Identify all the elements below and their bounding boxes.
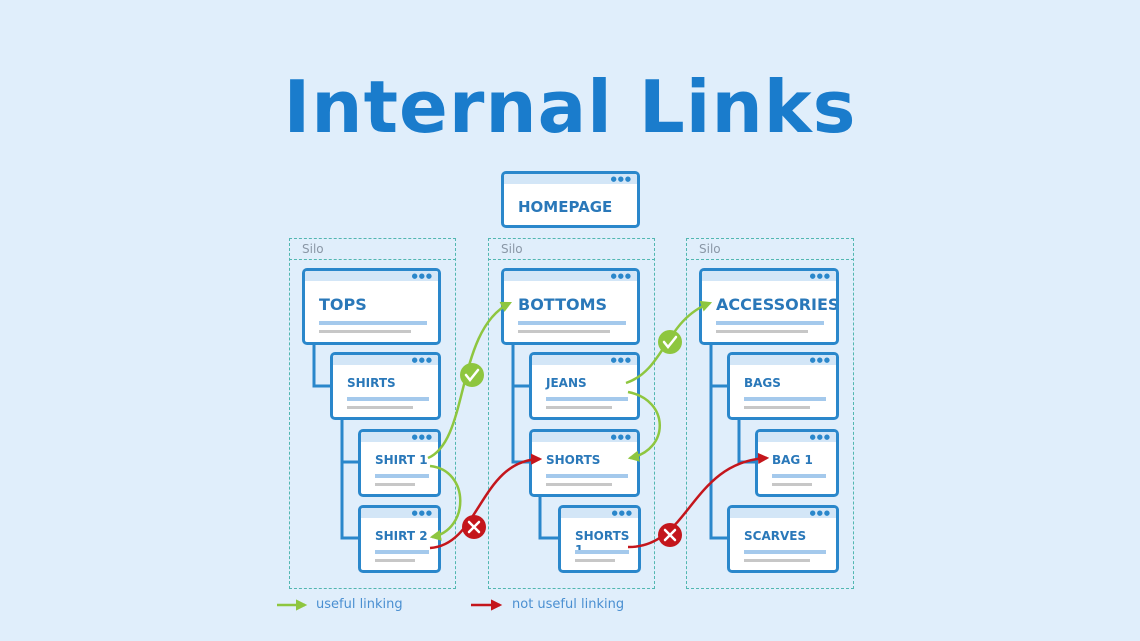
card-label: BAGS [744, 376, 781, 390]
page-card-shorts-1: ●●● SHORTS 1 [558, 505, 641, 573]
card-label: SHIRT 1 [375, 453, 428, 467]
window-dots-icon: ●●● [610, 272, 632, 280]
useful-link-arrow [429, 464, 462, 541]
window-dots-icon: ●●● [809, 509, 831, 517]
card-label: SCARVES [744, 529, 807, 543]
card-label: SHIRT 2 [375, 529, 428, 543]
homepage-card: ●●● HOMEPAGE [501, 171, 640, 228]
silo-accessories [686, 238, 854, 589]
window-dots-icon: ●●● [411, 509, 433, 517]
card-label: BAG 1 [772, 453, 813, 467]
silo-label: Silo [699, 242, 721, 256]
card-label: SHORTS [546, 453, 601, 467]
page-card-shirt-2: ●●● SHIRT 2 [358, 505, 441, 573]
page-title: Internal Links [283, 65, 857, 149]
window-dots-icon: ●●● [411, 433, 433, 441]
page-card-bottoms: ●●● BOTTOMS [501, 268, 640, 345]
not-useful-link-arrow [627, 452, 770, 549]
useful-link-arrow [627, 390, 661, 462]
silo-label: Silo [501, 242, 523, 256]
legend-useful-label: useful linking [316, 597, 403, 612]
card-label: HOMEPAGE [518, 198, 613, 216]
card-label: JEANS [546, 376, 587, 390]
window-dots-icon: ●●● [610, 175, 632, 183]
window-dots-icon: ●●● [411, 272, 433, 280]
window-dots-icon: ●●● [809, 433, 831, 441]
not-useful-link-arrow [429, 453, 543, 550]
page-card-tops: ●●● TOPS [302, 268, 441, 345]
window-dots-icon: ●●● [809, 272, 831, 280]
cross-icon [462, 515, 486, 539]
silo-divider [488, 259, 655, 260]
card-label: BOTTOMS [518, 295, 608, 314]
card-label: ACCESSORIES [716, 295, 839, 314]
card-label: SHIRTS [347, 376, 396, 390]
page-card-bags: ●●● BAGS [727, 352, 839, 420]
page-card-jeans: ●●● JEANS [529, 352, 640, 420]
window-dots-icon: ●●● [611, 509, 633, 517]
check-icon [460, 363, 484, 387]
card-label: TOPS [319, 295, 367, 314]
page-card-shirts: ●●● SHIRTS [330, 352, 441, 420]
page-card-scarves: ●●● SCARVES [727, 505, 839, 573]
page-card-shirt-1: ●●● SHIRT 1 [358, 429, 441, 497]
page-card-shorts: ●●● SHORTS [529, 429, 640, 497]
legend-not-useful-label: not useful linking [512, 597, 625, 612]
window-dots-icon: ●●● [610, 433, 632, 441]
check-icon [658, 330, 682, 354]
silo-divider [686, 259, 854, 260]
silo-label: Silo [302, 242, 324, 256]
window-dots-icon: ●●● [411, 356, 433, 364]
window-dots-icon: ●●● [809, 356, 831, 364]
silo-divider [289, 259, 456, 260]
silo-bottoms [488, 238, 655, 589]
cross-icon [658, 523, 682, 547]
window-dots-icon: ●●● [610, 356, 632, 364]
